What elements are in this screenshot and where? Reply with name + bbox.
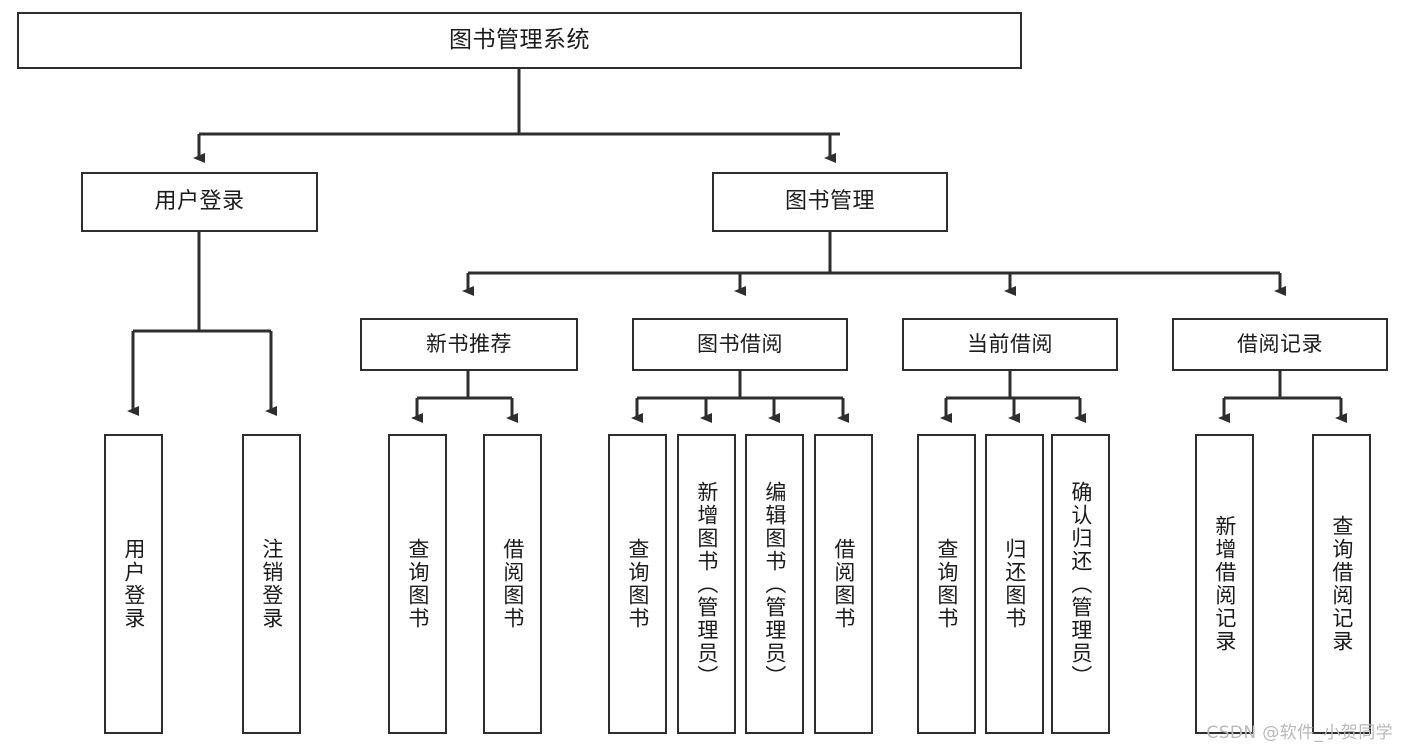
node-root-label: 图书管理系统 (449, 26, 590, 53)
node-current-borrow[interactable]: 当前借阅 (902, 318, 1118, 371)
node-leaf-add-record-label: 新增借阅记录 (1212, 515, 1237, 653)
node-current-borrow-label: 当前借阅 (967, 332, 1053, 357)
node-leaf-query-book-1-label: 查询图书 (405, 538, 430, 630)
node-book-borrow[interactable]: 图书借阅 (632, 318, 848, 371)
node-borrow-record-label: 借阅记录 (1237, 332, 1323, 357)
node-new-book-recommend[interactable]: 新书推荐 (360, 318, 578, 371)
node-leaf-query-book-3-label: 查询图书 (934, 538, 959, 630)
node-leaf-borrow-book-2[interactable]: 借阅图书 (814, 434, 873, 734)
node-leaf-edit-book-label: 编辑图书（管理员） (762, 480, 787, 688)
node-book-manage-label: 图书管理 (784, 188, 875, 214)
node-leaf-query-book-2[interactable]: 查询图书 (608, 434, 667, 734)
node-leaf-return-book[interactable]: 归还图书 (985, 434, 1044, 734)
node-user-login[interactable]: 用户登录 (81, 172, 318, 232)
node-leaf-confirm-return[interactable]: 确认归还（管理员） (1051, 434, 1110, 734)
node-leaf-logout-label: 注销登录 (259, 538, 284, 630)
watermark-text: CSDN @软件_小贺同学 (1206, 723, 1393, 743)
node-root[interactable]: 图书管理系统 (17, 12, 1022, 69)
node-leaf-add-book-label: 新增图书（管理员） (694, 480, 719, 688)
node-leaf-borrow-book-2-label: 借阅图书 (831, 538, 856, 630)
node-leaf-add-book[interactable]: 新增图书（管理员） (677, 434, 736, 734)
node-leaf-borrow-book-1-label: 借阅图书 (500, 538, 525, 630)
node-leaf-user-login-label: 用户登录 (121, 538, 146, 630)
node-book-manage[interactable]: 图书管理 (712, 172, 948, 232)
node-leaf-add-record[interactable]: 新增借阅记录 (1195, 434, 1254, 734)
node-leaf-logout[interactable]: 注销登录 (242, 434, 301, 734)
node-leaf-query-book-2-label: 查询图书 (625, 538, 650, 630)
node-leaf-query-book-3[interactable]: 查询图书 (917, 434, 976, 734)
node-leaf-confirm-return-label: 确认归还（管理员） (1068, 480, 1093, 688)
node-leaf-query-record[interactable]: 查询借阅记录 (1312, 434, 1371, 734)
node-leaf-return-book-label: 归还图书 (1002, 538, 1027, 630)
node-new-book-recommend-label: 新书推荐 (426, 332, 512, 357)
node-leaf-query-record-label: 查询借阅记录 (1329, 515, 1354, 653)
node-book-borrow-label: 图书借阅 (697, 332, 783, 357)
node-leaf-edit-book[interactable]: 编辑图书（管理员） (745, 434, 804, 734)
node-leaf-user-login[interactable]: 用户登录 (104, 434, 163, 734)
node-borrow-record[interactable]: 借阅记录 (1172, 318, 1388, 371)
node-user-login-label: 用户登录 (154, 188, 245, 214)
node-leaf-borrow-book-1[interactable]: 借阅图书 (483, 434, 542, 734)
node-leaf-query-book-1[interactable]: 查询图书 (388, 434, 447, 734)
